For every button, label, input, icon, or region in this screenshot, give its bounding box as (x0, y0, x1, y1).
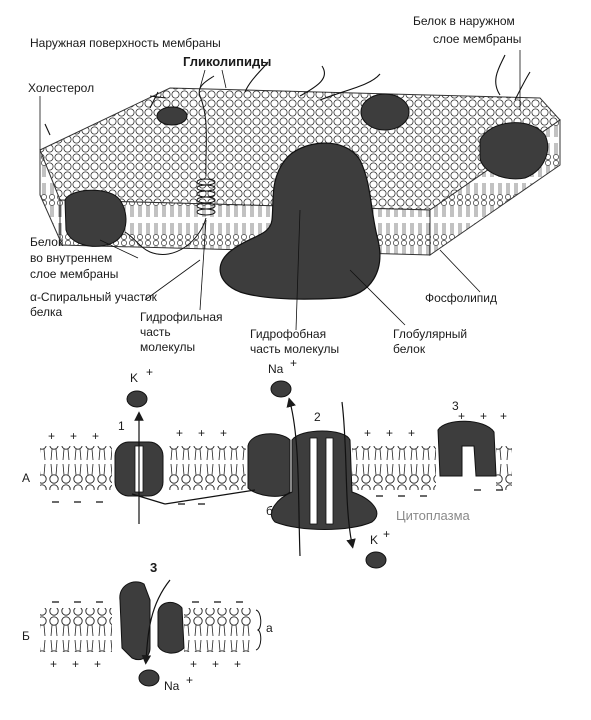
charge-plus: + (186, 673, 193, 687)
svg-text:+: + (50, 657, 57, 671)
label-cholesterol: Холестерол (28, 81, 94, 95)
ion-k-icon (126, 390, 148, 408)
label-na: Na (268, 362, 284, 376)
bilayer-segment (496, 446, 512, 490)
ion-channel-3 (119, 581, 151, 661)
ion-na-icon (270, 380, 292, 398)
label-inner-protein: Белок (30, 235, 64, 249)
svg-text:+: + (500, 409, 507, 423)
bilayer-segment (40, 446, 112, 490)
label-hydrophilic-3: молекулы (140, 340, 195, 354)
channel-number-2: 2 (314, 410, 321, 424)
svg-text:+: + (364, 426, 371, 440)
ion-k-icon (365, 551, 387, 569)
label-hydrophilic-2: часть (140, 325, 171, 339)
charge-plus: + (383, 527, 390, 541)
brace (255, 609, 262, 651)
ion-channel-2 (270, 430, 378, 530)
svg-text:+: + (212, 657, 219, 671)
svg-text:+: + (408, 426, 415, 440)
label-k: K (130, 371, 138, 385)
label-hydrophobic-2: часть молекулы (250, 342, 339, 356)
svg-text:+: + (234, 657, 241, 671)
label-globular-protein: Глобулярный (393, 327, 467, 341)
label-na: Na (164, 679, 180, 693)
bilayer-segment (40, 608, 112, 652)
label-hydrophobic: Гидрофобная (250, 327, 326, 341)
panel-letter-a: А (22, 471, 30, 485)
arrow-icon (341, 401, 356, 549)
label-outer-protein-2: слое мембраны (433, 32, 521, 46)
label-inner-protein-3: слое мембраны (30, 267, 118, 281)
leader-lines (131, 489, 256, 505)
svg-text:+: + (70, 429, 77, 443)
ion-channel-3 (437, 420, 497, 477)
channel-number-3: 3 (452, 399, 459, 413)
membrane-3d-model (39, 54, 561, 300)
alpha-helix (124, 75, 216, 255)
label-outer-protein: Белок в наружном (413, 14, 515, 28)
label-hydrophilic: Гидрофильная (140, 310, 223, 324)
label-glycolipids: Гликолипиды (183, 54, 271, 69)
top-labels: Наружная поверхность мембраны Гликолипид… (28, 14, 521, 356)
outer-protein (360, 93, 410, 131)
ion-channels-diagram: K + Na + K + 1 2 3 А б Цитоплазма + + + … (22, 356, 512, 569)
svg-text:+: + (386, 426, 393, 440)
label-a: а (266, 621, 273, 635)
bilayer-segment (352, 446, 436, 490)
bilayer-segment (168, 446, 246, 490)
label-outer-surface: Наружная поверхность мембраны (30, 36, 221, 50)
channel-pore (309, 437, 318, 525)
bilayer-segment (184, 608, 252, 652)
label-cytoplasm: Цитоплазма (396, 508, 471, 523)
label-b: б (266, 504, 273, 518)
svg-text:+: + (92, 429, 99, 443)
svg-text:+: + (458, 409, 465, 423)
arrow-icon (286, 397, 301, 557)
ion-na-icon (138, 669, 160, 687)
label-globular-protein-2: белок (393, 342, 426, 356)
svg-text:+: + (176, 426, 183, 440)
plus-charges-outer: + + + + + + + + + + + + (48, 409, 507, 443)
plus-charges-inner: + + + + + + (50, 657, 241, 671)
channel-pore (325, 437, 334, 525)
channel-number-1: 1 (118, 419, 125, 433)
arrow-icon (141, 579, 171, 665)
label-inner-protein-2: во внутреннем (30, 251, 112, 265)
label-alpha-helix-2: белка (30, 305, 63, 319)
glycolipid-chains (44, 54, 531, 136)
svg-text:+: + (72, 657, 79, 671)
svg-text:+: + (480, 409, 487, 423)
leader-lines (39, 50, 521, 331)
svg-text:+: + (48, 429, 55, 443)
svg-text:+: + (190, 657, 197, 671)
label-k: K (370, 533, 378, 547)
outer-protein (156, 106, 188, 126)
svg-text:+: + (198, 426, 205, 440)
outer-protein (479, 122, 549, 180)
channel-gate (247, 433, 291, 497)
charge-plus: + (146, 365, 153, 379)
inverted-membrane-diagram: 3 Б а Na + + + + + + + (22, 560, 273, 693)
label-phospholipid: Фосфолипид (425, 291, 497, 305)
ion-channel-3 (157, 602, 185, 654)
charge-plus: + (290, 356, 297, 370)
panel-letter-b: Б (22, 629, 30, 643)
svg-text:+: + (94, 657, 101, 671)
minus-charges-inner (52, 489, 503, 505)
label-alpha-helix: α-Спиральный участок (30, 290, 158, 304)
panel-number-3: 3 (150, 560, 157, 575)
inner-protein (64, 189, 127, 247)
svg-text:+: + (220, 426, 227, 440)
